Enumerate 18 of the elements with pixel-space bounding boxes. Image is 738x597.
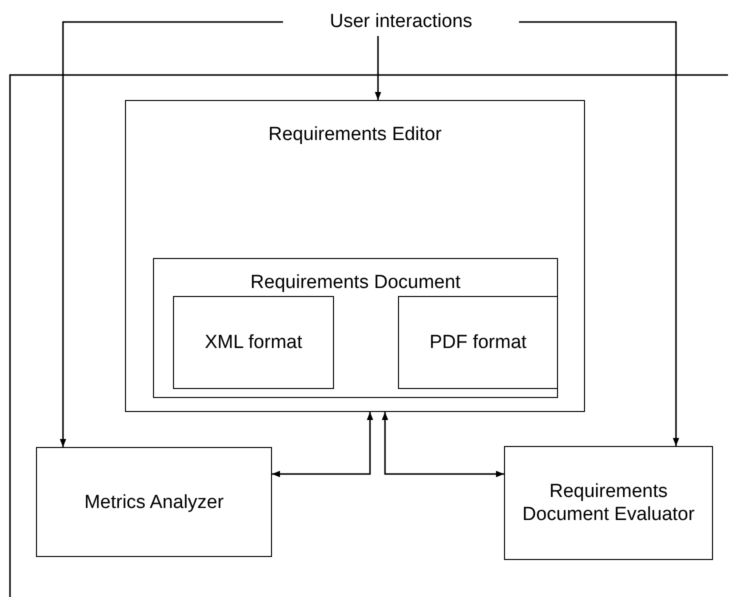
format-box bbox=[398, 296, 558, 389]
node-label: Metrics Analyzer bbox=[84, 490, 224, 514]
node-label: Requirements Document bbox=[249, 271, 462, 294]
editor-box bbox=[125, 100, 585, 412]
arrow bbox=[272, 412, 374, 478]
node-label: XML format bbox=[204, 331, 302, 354]
analyzer-box bbox=[36, 447, 272, 557]
node-label: Requirements Editor bbox=[267, 123, 443, 146]
node-label: Requirements Document Evaluator bbox=[521, 480, 696, 526]
document-box bbox=[153, 258, 558, 398]
arrow bbox=[382, 412, 504, 478]
format-box bbox=[173, 296, 334, 389]
arrow bbox=[60, 21, 283, 447]
evaluator-box bbox=[504, 446, 713, 560]
node-label: PDF format bbox=[429, 331, 527, 354]
arrow bbox=[374, 36, 382, 100]
annotation-text: User interactions bbox=[328, 10, 474, 33]
arrow bbox=[519, 21, 680, 446]
